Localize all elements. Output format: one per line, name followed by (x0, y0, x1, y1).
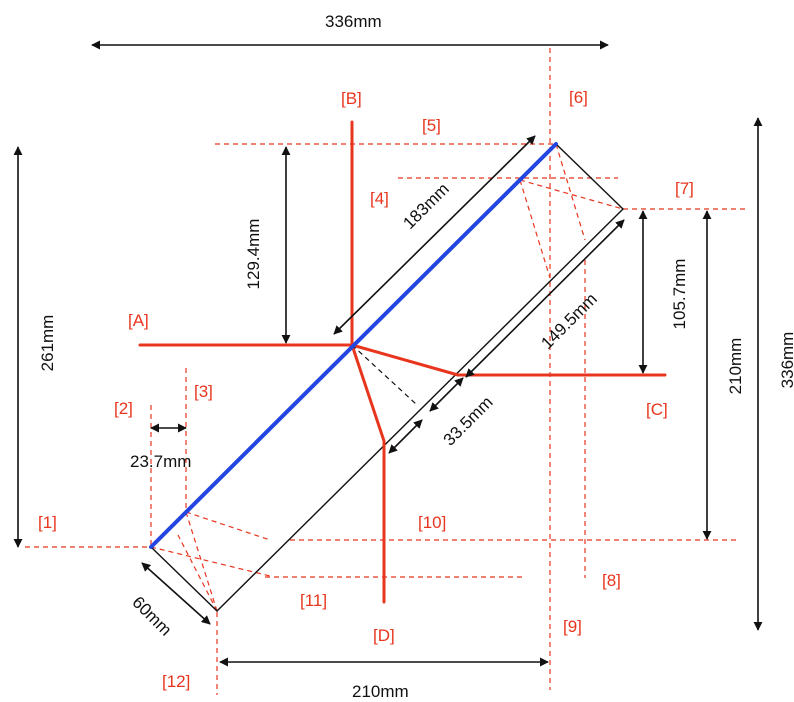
label-marker-11: [11] (300, 591, 327, 610)
dim-diagonal-small-1 (429, 377, 464, 412)
red-pattern (138, 120, 667, 604)
label-bottom-width: 210mm (352, 682, 409, 701)
marker-labels: [1] [2] [3] [4] [5] [6] [7] [8] [9] [10]… (38, 88, 694, 691)
label-marker-8: [8] (602, 571, 621, 590)
label-marker-4: [4] (370, 189, 389, 208)
construction-bottom-2 (185, 511, 271, 541)
label-left-height: 261mm (38, 315, 57, 372)
label-diagonal-inner: 149.5mm (537, 289, 601, 353)
label-point-B: [B] (341, 89, 362, 108)
dimension-arrows (13, 40, 763, 667)
dim-diagonal-small-2 (388, 419, 423, 454)
dim-thickness (141, 562, 211, 625)
line-C (350, 343, 667, 377)
label-small-horizontal: 23.7mm (130, 452, 191, 471)
dim-diagonal-inner (465, 219, 625, 378)
label-thickness: 60mm (128, 593, 175, 640)
construction-top-2 (519, 179, 551, 279)
label-right-height: 336mm (778, 332, 794, 389)
line-D (350, 343, 386, 604)
label-marker-5: [5] (422, 116, 441, 135)
label-right-vertical: 105.7mm (670, 259, 689, 330)
label-right-inner-height: 210mm (726, 338, 745, 395)
label-point-A: [A] (128, 311, 149, 330)
label-top-vertical: 129.4mm (244, 219, 263, 290)
label-point-C: [C] (646, 400, 668, 419)
label-top-width: 336mm (325, 12, 382, 31)
construction-bottom-3 (150, 546, 271, 577)
point-labels: [A] [B] [C] [D] (128, 89, 668, 645)
label-marker-9: [9] (563, 617, 582, 636)
label-marker-3: [3] (194, 382, 213, 401)
label-marker-6: [6] (569, 88, 588, 107)
label-diagonal-small: 33.5mm (440, 393, 497, 450)
label-marker-1: [1] (38, 513, 57, 532)
label-point-D: [D] (373, 626, 395, 645)
label-marker-2: [2] (114, 399, 133, 418)
label-marker-10: [10] (418, 513, 446, 532)
dim-diagonal-long (333, 135, 536, 335)
perpendicular-dash (351, 344, 417, 405)
label-marker-7: [7] (675, 179, 694, 198)
dimension-labels: 336mm 261mm 336mm 129.4mm 183mm 149.5mm … (38, 12, 794, 701)
label-marker-12: [12] (162, 672, 190, 691)
